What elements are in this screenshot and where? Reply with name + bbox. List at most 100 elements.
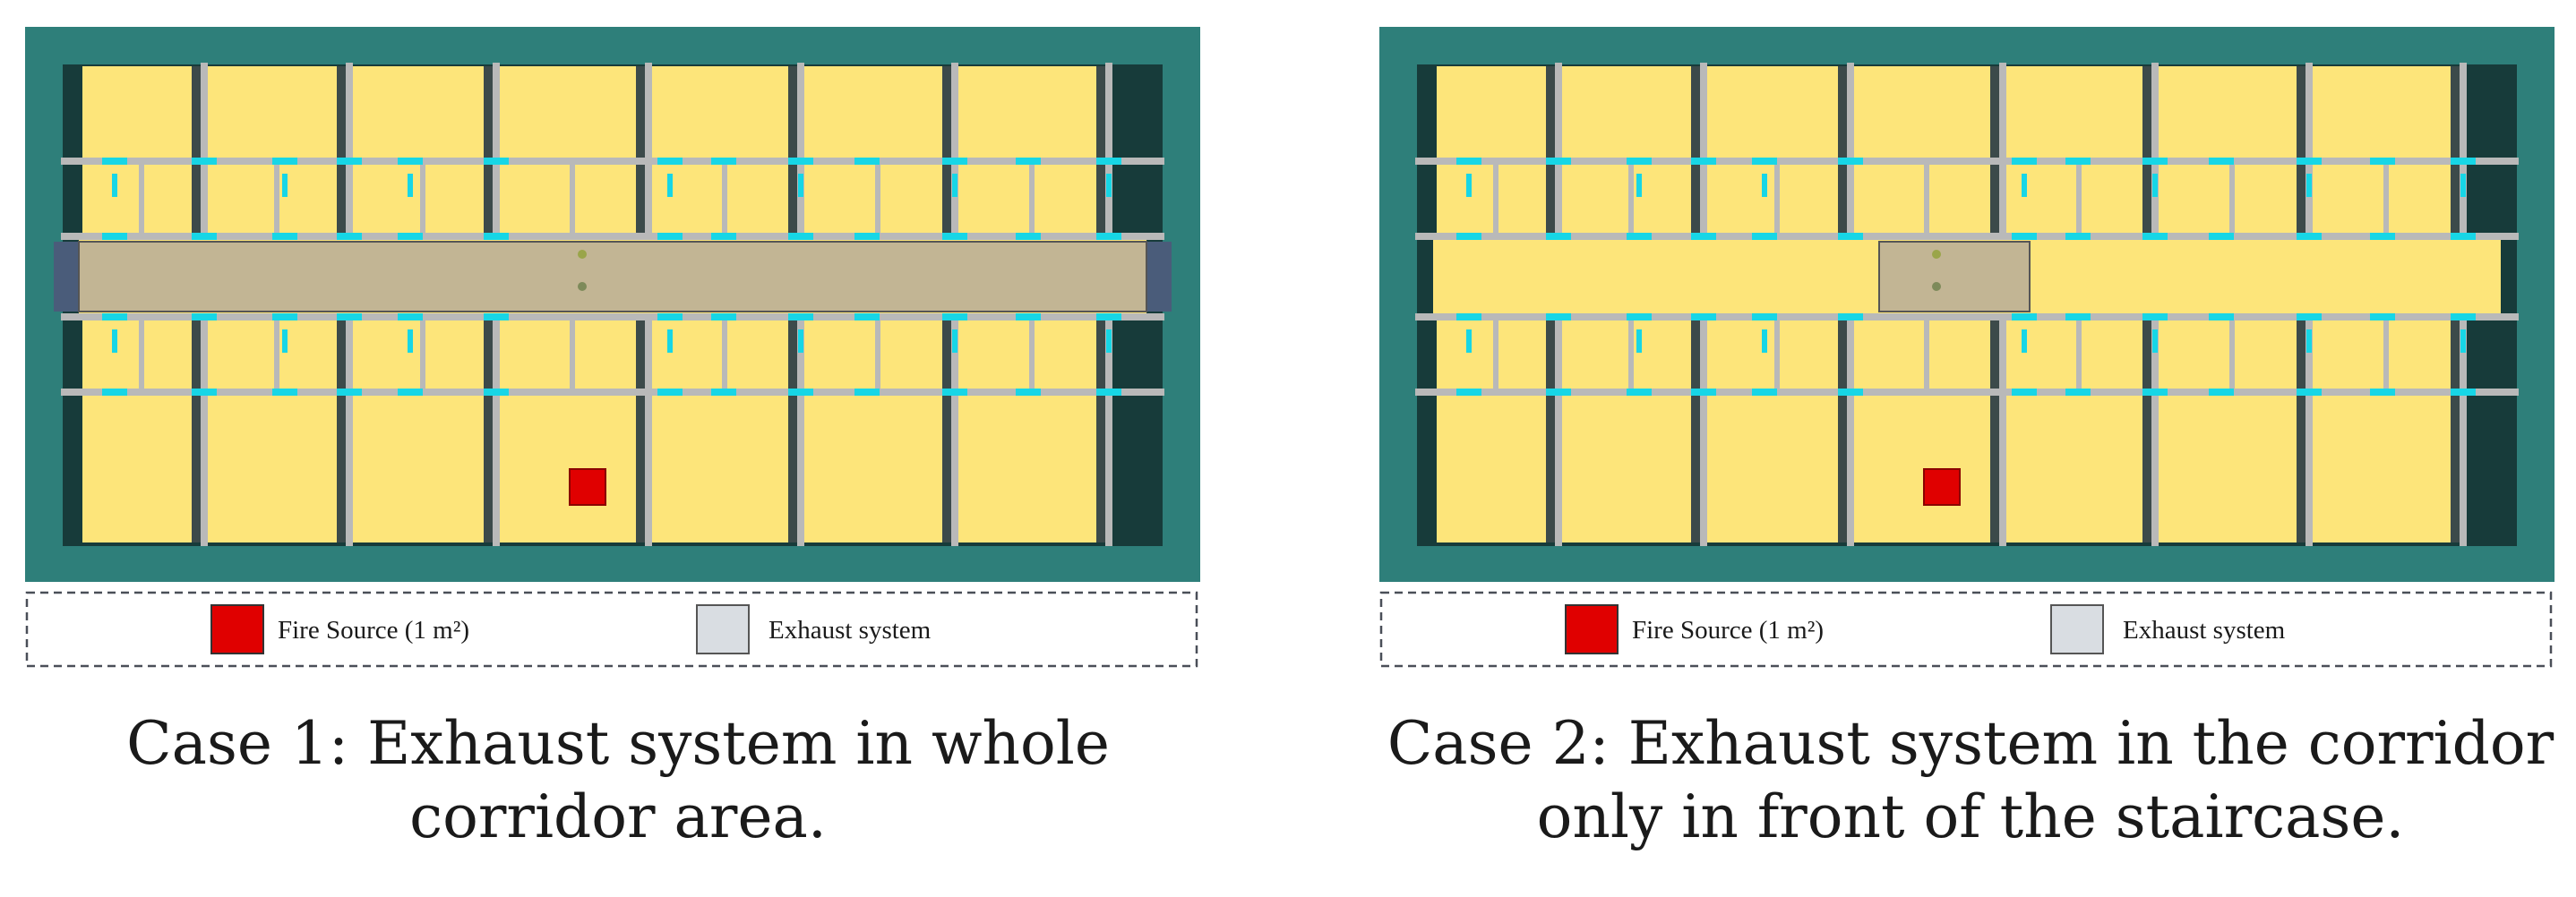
door xyxy=(398,233,423,240)
door xyxy=(1106,329,1112,353)
room xyxy=(500,66,645,158)
door xyxy=(484,158,509,165)
door xyxy=(2297,313,2322,320)
door xyxy=(2460,174,2466,197)
wall-partition xyxy=(1628,317,1634,392)
door xyxy=(282,174,288,197)
door xyxy=(408,329,413,353)
wall-shadow xyxy=(1546,396,1557,542)
wall-shadow xyxy=(337,165,348,233)
door xyxy=(1627,158,1652,165)
door xyxy=(1466,329,1472,353)
room xyxy=(1707,66,1847,158)
door xyxy=(1466,174,1472,197)
wall-vertical xyxy=(1999,161,2006,236)
wall-partition xyxy=(139,317,144,392)
door xyxy=(192,158,217,165)
door xyxy=(2065,158,2091,165)
wall-vertical xyxy=(346,317,353,392)
room xyxy=(2313,396,2460,542)
door xyxy=(1838,313,1863,320)
room xyxy=(1562,66,1700,158)
wall-vertical xyxy=(1555,392,1562,546)
wall-shadow xyxy=(788,396,799,542)
door xyxy=(398,389,423,396)
wall-vertical xyxy=(797,392,804,546)
wall-shadow xyxy=(636,396,647,542)
wall-shadow xyxy=(636,320,647,389)
door xyxy=(2306,329,2312,353)
wall-vertical xyxy=(951,317,958,392)
door xyxy=(1691,233,1716,240)
wall-vertical xyxy=(797,63,804,161)
wall-shadow xyxy=(2142,165,2153,233)
door xyxy=(2209,158,2234,165)
wall-partition xyxy=(570,161,575,236)
door xyxy=(1691,158,1716,165)
wall-shadow xyxy=(1990,320,2001,389)
door xyxy=(192,389,217,396)
wall-partition xyxy=(1628,161,1634,236)
door xyxy=(1752,158,1777,165)
wall-partition xyxy=(1924,317,1929,392)
door xyxy=(102,158,127,165)
sensor-point xyxy=(578,282,587,291)
wall-vertical xyxy=(1999,392,2006,546)
wall-shadow xyxy=(2297,165,2307,233)
wall-partition xyxy=(2229,161,2235,236)
wall-shadow xyxy=(1990,396,2001,542)
room xyxy=(804,66,951,158)
wall-vertical xyxy=(493,317,500,392)
door xyxy=(272,158,297,165)
wall-shadow xyxy=(1096,165,1107,233)
door xyxy=(667,329,673,353)
sensor-point xyxy=(1932,250,1941,259)
sensor-point xyxy=(578,250,587,259)
door xyxy=(942,389,967,396)
plan-panel-case-1: Fire Source (1 m²) Exhaust system xyxy=(25,27,1200,668)
door xyxy=(2152,174,2158,197)
door xyxy=(2370,233,2395,240)
door xyxy=(1546,233,1571,240)
wall-vertical xyxy=(201,63,208,161)
room xyxy=(353,66,493,158)
door xyxy=(2142,313,2168,320)
wall-shadow xyxy=(2297,396,2307,542)
door xyxy=(2065,389,2091,396)
wall-shadow xyxy=(484,396,494,542)
wall-vertical xyxy=(1700,317,1707,392)
wall-horizontal xyxy=(61,233,1164,240)
wall-vertical xyxy=(1555,161,1562,236)
wall-shadow xyxy=(484,165,494,233)
wall-vertical xyxy=(2460,161,2467,236)
wall-shadow xyxy=(2142,66,2153,158)
wall-vertical xyxy=(2151,161,2159,236)
door xyxy=(2451,313,2476,320)
room xyxy=(1437,396,1555,542)
door xyxy=(282,329,288,353)
door xyxy=(2022,329,2027,353)
door xyxy=(1016,313,1041,320)
door xyxy=(952,329,957,353)
door xyxy=(711,158,736,165)
door xyxy=(2022,174,2027,197)
wall-vertical xyxy=(1105,63,1112,161)
wall-vertical xyxy=(493,63,500,161)
door xyxy=(1456,389,1481,396)
door xyxy=(408,174,413,197)
wall-vertical xyxy=(2306,63,2313,161)
door xyxy=(711,313,736,320)
room xyxy=(82,396,201,542)
door xyxy=(1096,233,1121,240)
wall-vertical xyxy=(2151,392,2159,546)
wall-shadow xyxy=(192,66,202,158)
door xyxy=(2297,389,2322,396)
room xyxy=(353,396,493,542)
door xyxy=(1838,158,1863,165)
door xyxy=(272,389,297,396)
wall-vertical xyxy=(951,63,958,161)
wall-shadow xyxy=(192,396,202,542)
door xyxy=(2152,329,2158,353)
door xyxy=(1456,313,1481,320)
room xyxy=(2159,396,2306,542)
